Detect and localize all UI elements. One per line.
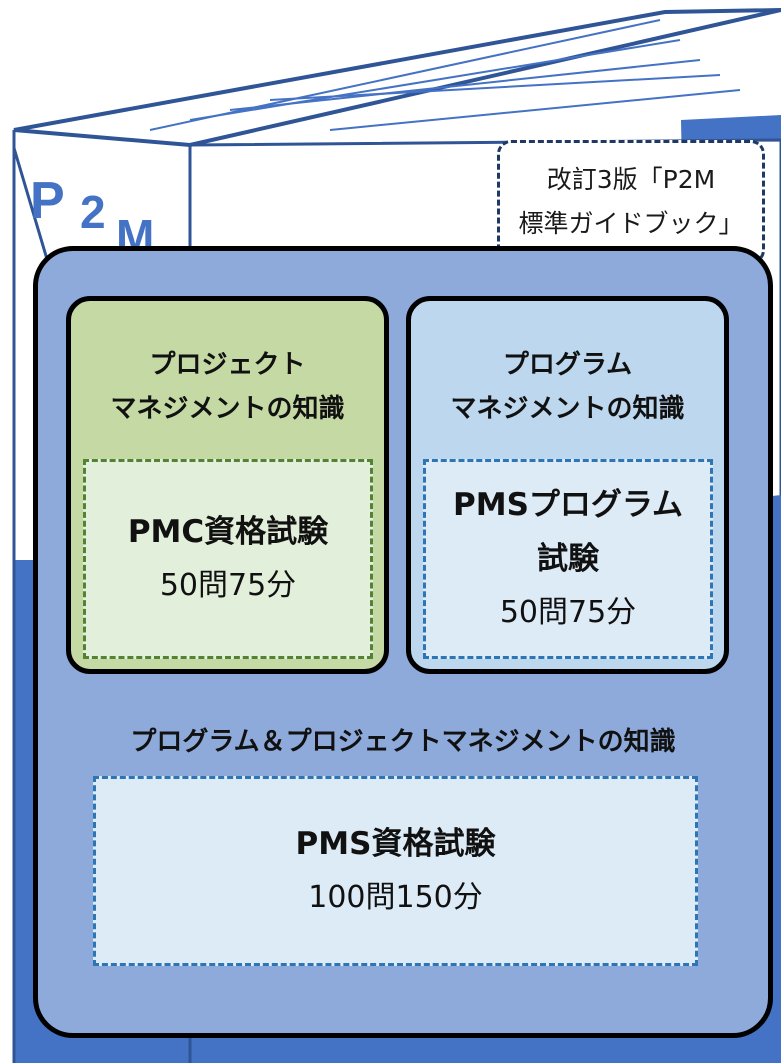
edition-note-line-2: 標準ガイドブック」: [518, 209, 744, 238]
pmc-exam-time: 50問75分: [159, 568, 297, 603]
edition-note-line-1: 改訂3版「P2M: [546, 165, 716, 194]
project-knowledge-title: プロジェクト マネジメントの知識: [71, 343, 384, 431]
pms-exam-time: 100問150分: [308, 880, 483, 915]
pms-program-exam-name-line-2: 試験: [537, 541, 599, 577]
pms-program-exam-time: 50問75分: [499, 595, 637, 630]
project-knowledge-card: プロジェクト マネジメントの知識 PMC資格試験 50問75分: [66, 296, 389, 674]
program-knowledge-title-line-2: マネジメントの知識: [450, 394, 685, 424]
knowledge-box: プロジェクト マネジメントの知識 PMC資格試験 50問75分 プログラム マネ…: [33, 246, 773, 1038]
page-line: [269, 74, 721, 101]
pmc-exam-box: PMC資格試験 50問75分: [83, 459, 373, 659]
page-line: [329, 89, 741, 131]
edition-note: 改訂3版「P2M 標準ガイドブック」: [497, 140, 765, 264]
pp-knowledge-title: プログラム＆プロジェクトマネジメントの知識: [130, 727, 676, 757]
pms-program-exam-name-line-1: PMSプログラム: [453, 487, 683, 523]
svg-text:P: P: [30, 172, 65, 230]
pmc-exam-name: PMC資格試験: [127, 514, 329, 550]
pms-exam-name: PMS資格試験: [295, 826, 496, 862]
program-knowledge-title-line-1: プログラム: [502, 350, 633, 380]
svg-text:2: 2: [80, 186, 106, 238]
pms-program-exam-box: PMSプログラム 試験 50問75分: [423, 459, 713, 659]
project-knowledge-title-line-1: プロジェクト: [149, 350, 306, 380]
page-line: [189, 39, 681, 121]
program-knowledge-title: プログラム マネジメントの知識: [411, 343, 724, 431]
project-knowledge-title-line-2: マネジメントの知識: [110, 394, 345, 424]
page-line: [229, 59, 701, 111]
pms-exam-box: PMS資格試験 100問150分: [93, 776, 698, 966]
program-knowledge-card: プログラム マネジメントの知識 PMSプログラム 試験 50問75分: [406, 296, 729, 674]
